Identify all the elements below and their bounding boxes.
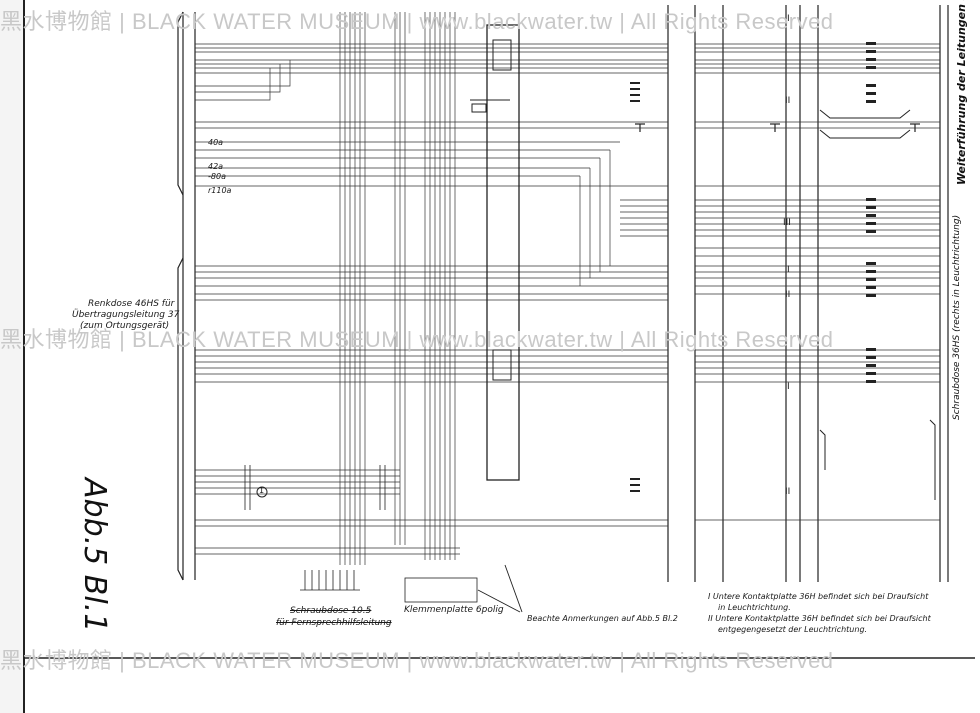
note2-line1: II Untere Kontaktplatte 36H befindet sic… xyxy=(708,614,931,623)
left-label-line1: Renkdose 46HS für xyxy=(88,299,175,309)
right-caption-top: Weiterführung der Leitungen auf xyxy=(955,0,968,185)
wire-bundle-middle xyxy=(195,247,940,301)
roman-label-3: III xyxy=(783,218,791,228)
note-pointers xyxy=(477,564,523,613)
left-border xyxy=(0,0,24,713)
cable-duct xyxy=(486,24,520,481)
ground-symbols xyxy=(635,123,920,132)
roman-label-5: II xyxy=(785,290,791,300)
roman-label-4: I xyxy=(787,265,790,275)
figure-label: Abb.5 Bl.1 xyxy=(77,478,112,633)
left-label-line3: (zum Ortungsgerät) xyxy=(80,321,170,331)
roman-label-1: I xyxy=(787,14,790,24)
terminal-strips-right xyxy=(630,42,876,492)
screw-box-line2: für Fernsprechhilfsleitung xyxy=(276,618,392,628)
left-bus xyxy=(177,11,196,581)
duct-terminals xyxy=(470,39,512,381)
right-connectors xyxy=(819,109,936,500)
row-label-42a: 42a xyxy=(208,162,224,171)
note1-line1: I Untere Kontaktplatte 36H befindet sich… xyxy=(708,592,929,601)
wire-bundle-lower xyxy=(195,349,940,383)
column-separators xyxy=(667,5,949,582)
note2-line2: entgegengesetzt der Leuchtrichtung. xyxy=(718,625,868,634)
circled-marker-label: 1 xyxy=(259,486,265,495)
wire-bundle-top xyxy=(195,43,940,74)
vertical-wires-center xyxy=(339,12,456,565)
note1-line2: in Leuchtrichtung. xyxy=(718,603,791,612)
lower-terminal-blocks xyxy=(244,465,478,603)
wire-bundle-bottom xyxy=(195,469,940,555)
roman-label-2: II xyxy=(785,96,791,106)
row-label-40a: 40a xyxy=(208,138,224,147)
wire-bundle-upper-mid xyxy=(195,121,940,187)
left-label-line2: Übertragungsleitung 37 xyxy=(72,310,180,320)
terminal-plate-label: Klemmenplatte 6polig xyxy=(404,605,504,615)
circled-marker-1 xyxy=(256,486,268,498)
wire-bundle-dense xyxy=(620,199,940,237)
roman-label-7: II xyxy=(785,487,791,497)
screw-box-line1: Schraubdose 10.5 xyxy=(290,606,372,616)
row-label-80a: -80a xyxy=(208,172,226,181)
right-caption-mid: Schraubdose 36HS (rechts in Leuchtrichtu… xyxy=(952,214,962,420)
routing-lines xyxy=(195,60,611,286)
row-label-r110a: r110a xyxy=(208,186,232,195)
roman-label-6: I xyxy=(787,382,790,392)
note-reference: Beachte Anmerkungen auf Abb.5 Bl.2 xyxy=(527,614,678,623)
